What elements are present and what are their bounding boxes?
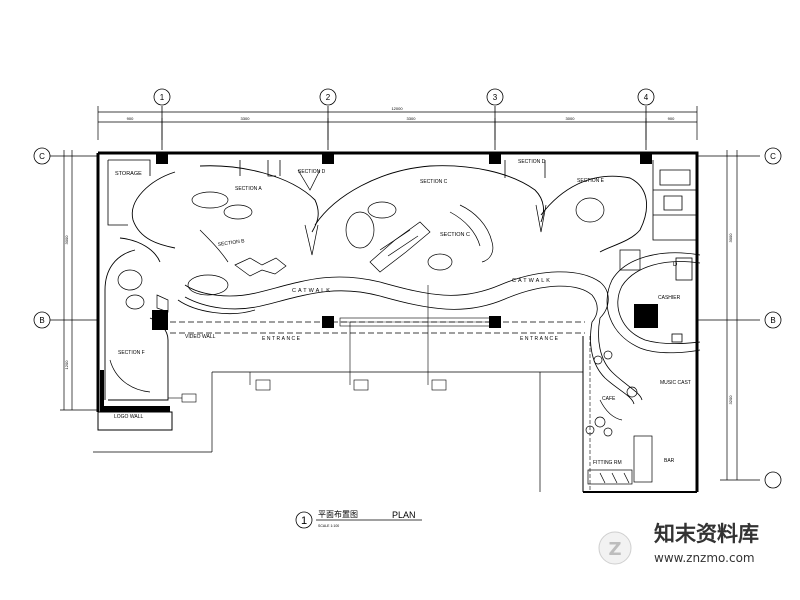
room-label-section-d: SECTION D [518,159,546,165]
room-label-fitting-room: FITTING RM [593,460,622,466]
grid-row-label: C [39,152,45,161]
room-label-section-b: SECTION B [217,238,245,248]
title-cn: 平面布置图 [318,509,358,519]
room-label-logo-wall: LOGO WALL [114,414,143,420]
room-label-section-c-title: SECTION C [420,179,448,185]
watermark-badge: Z [608,539,621,560]
title-number: 1 [301,515,307,527]
grid-column-label: 3 [493,93,498,102]
grid-row-markers [33,147,782,489]
right-dimension: 3200 [728,395,733,405]
drawing-title: 1 平面布置图 PLAN SCALE 1:100 [295,509,422,529]
left-dimension: 1200 [64,360,69,370]
room-label-section-e: SECTION E [577,178,605,184]
left-dimension: 3000 [64,235,69,245]
top-dimension-lines [97,106,698,140]
room-label-section-c: SECTION C [440,232,470,238]
room-label-video-wall: VIDEO WALL [185,334,216,340]
dimension-segment: 3000 [566,116,576,121]
grid-row-label: B [39,316,44,325]
room-label-bar: BAR [664,458,675,464]
title-bubble [295,511,313,529]
right-dimension: 3000 [728,233,733,243]
room-label-cashier: CASHIER [658,295,681,301]
grid-column-label: 2 [326,93,331,102]
overall-dimension: 12000 [391,106,403,111]
storefront [93,317,585,492]
leader-lines [168,285,447,403]
room-label-d: D [673,262,678,268]
title-en: PLAN [392,510,416,520]
catwalk [177,271,643,405]
title-scale: SCALE 1:100 [318,524,339,528]
room-label-cafe: CAFE [602,396,616,402]
room-label-section-f: SECTION F [118,350,145,356]
grid-row-label: B [770,316,775,325]
display-fixtures [109,169,653,485]
side-dimension-lines [60,150,760,481]
room-label-music-cast: MUSIC CAST [660,380,691,386]
grid-column-label: 1 [160,93,165,102]
watermark-url: www.znzmo.com [654,551,755,565]
dimension-segment: 900 [127,116,134,121]
grid-column-label: 4 [644,93,649,102]
curved-display-walls [104,165,647,401]
room-label-entrance: ENTRANCE [520,336,560,342]
room-label-entrance: ENTRANCE [262,336,302,342]
exterior-walls [96,151,699,493]
logo-wall-hatch [100,370,170,412]
room-labels: STORAGE SECTION A SECTION D SECTION C SE… [114,159,691,466]
watermark-logo-icon: Z [598,531,632,565]
cashier-area [606,252,701,354]
watermark: 知末资料库 www.znzmo.com Z [590,506,800,600]
room-label-storage: STORAGE [115,171,142,177]
dimension-segment: 3300 [241,116,251,121]
grid-column-markers [153,88,655,150]
watermark-name: 知末资料库 [654,522,759,546]
dimension-segment: 900 [668,116,675,121]
dimension-segment: 3300 [407,116,417,121]
room-label-catwalk: CATWALK [292,288,332,294]
room-label-catwalk: CATWALK [512,278,552,284]
room-label-section-a: SECTION A [235,186,262,192]
structural-columns [152,152,658,330]
room-label-section-d-top: SECTION D [298,169,326,175]
grid-row-label: C [770,152,776,161]
interior-partitions [107,159,697,241]
